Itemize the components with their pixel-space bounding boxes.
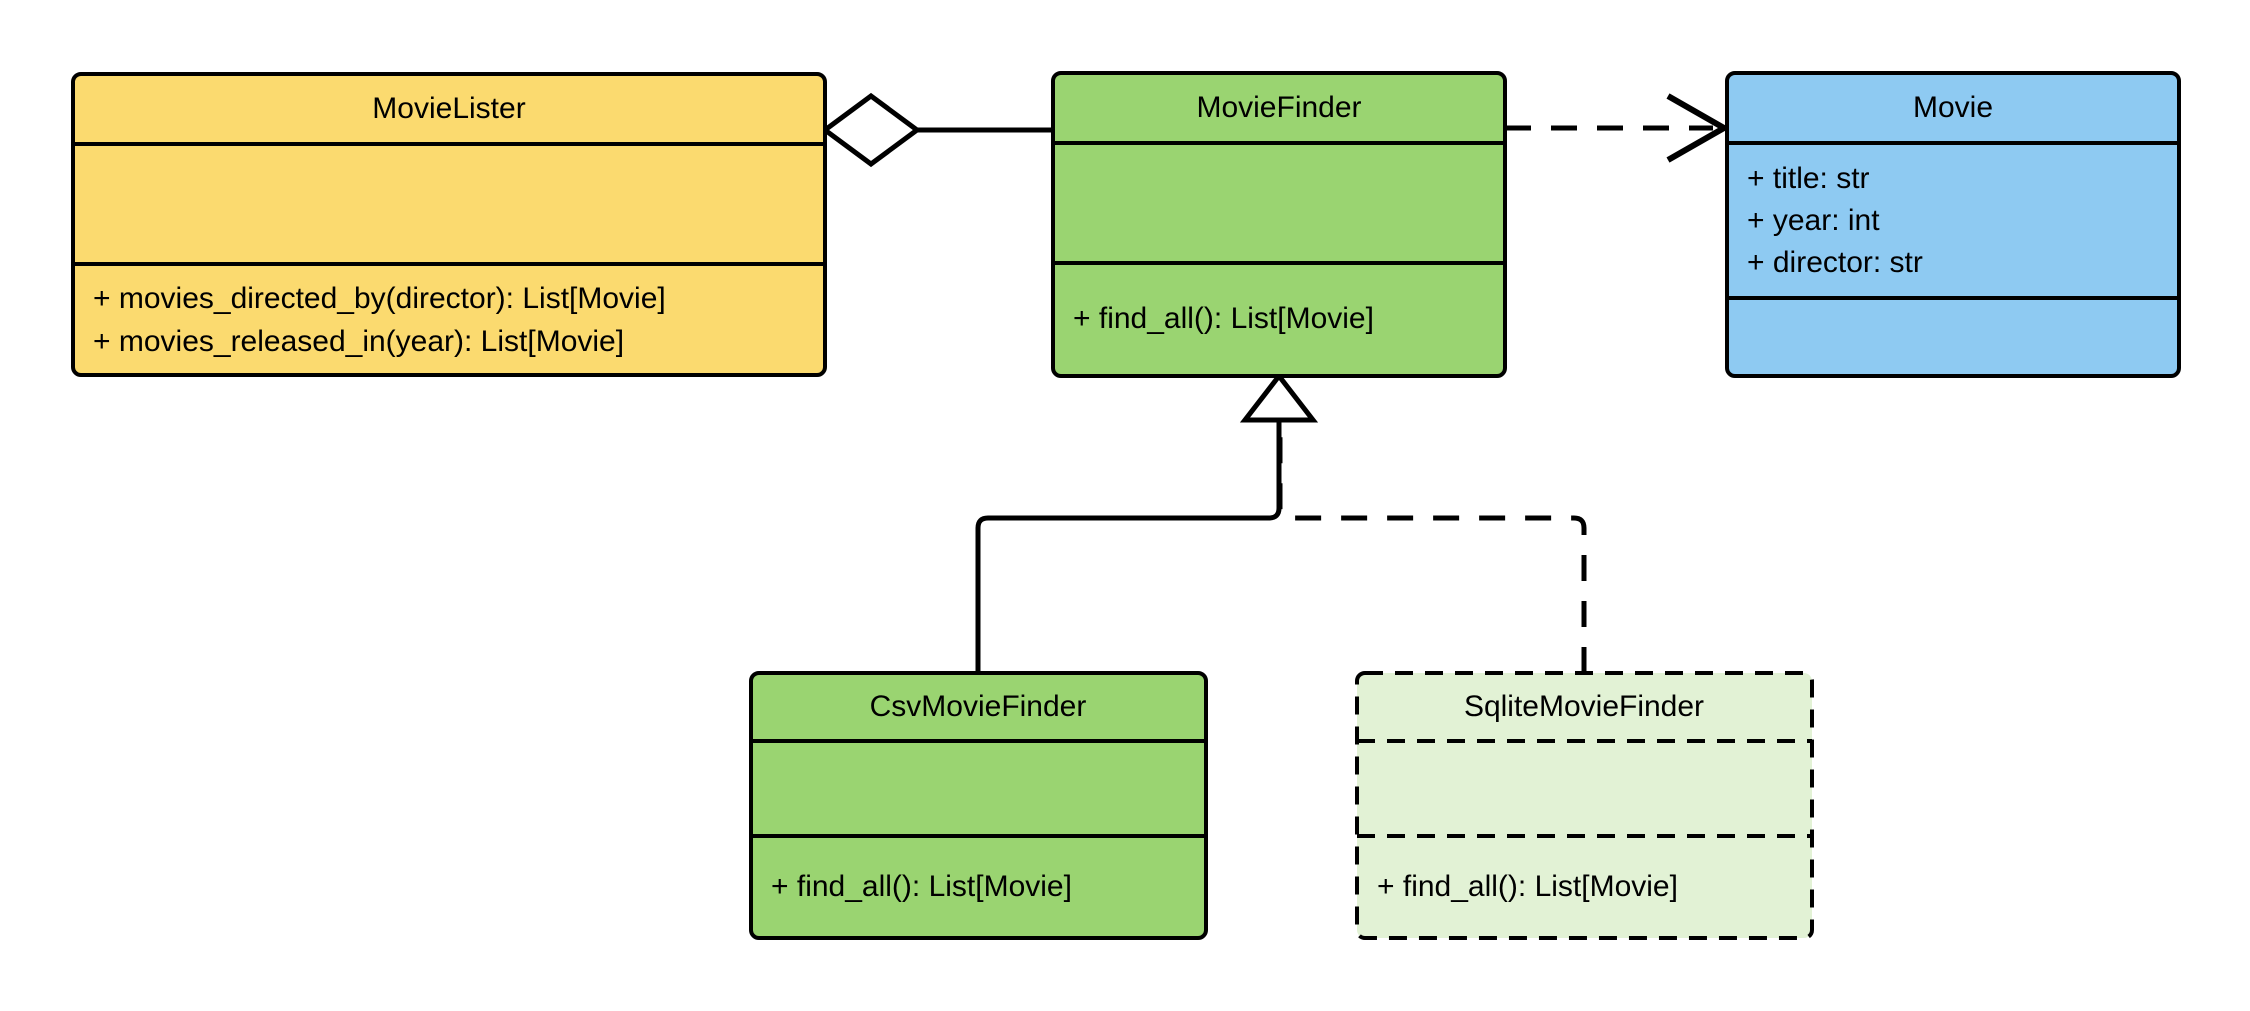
- movie-title: Movie: [1913, 91, 1993, 124]
- generalization-sqlite-line: [1277, 418, 1587, 673]
- class-box-movie[interactable]: Movie + title: str + year: int + directo…: [1725, 71, 2181, 378]
- movie-lister-method-0: + movies_directed_by(director): List[Mov…: [93, 282, 666, 315]
- generalization-csv-line: [975, 418, 1282, 673]
- movie-attribute-2: + director: str: [1747, 246, 1923, 279]
- movie-attribute-0: + title: str: [1747, 162, 1870, 195]
- csv-movie-finder-method-0: + find_all(): List[Movie]: [771, 870, 1072, 903]
- movie-lister-frame: [71, 72, 827, 377]
- hollow-triangle-icon: [1239, 371, 1319, 423]
- edge-dependency-finder-movie[interactable]: [1505, 93, 1731, 163]
- class-box-sqlite-movie-finder[interactable]: SqliteMovieFinder + find_all(): List[Mov…: [1355, 671, 1814, 940]
- csv-movie-finder-title: CsvMovieFinder: [870, 690, 1087, 723]
- movie-finder-frame: [1051, 71, 1507, 378]
- movie-frame: [1725, 71, 2181, 378]
- class-box-movie-finder[interactable]: MovieFinder + find_all(): List[Movie]: [1051, 71, 1507, 378]
- class-box-csv-movie-finder[interactable]: CsvMovieFinder + find_all(): List[Movie]: [749, 671, 1208, 940]
- sqlite-movie-finder-method-0: + find_all(): List[Movie]: [1377, 870, 1678, 903]
- movie-finder-title: MovieFinder: [1196, 91, 1361, 124]
- open-arrow-icon: [1666, 93, 1731, 163]
- class-box-movie-lister[interactable]: MovieLister + movies_directed_by(directo…: [71, 72, 827, 377]
- edge-generalization-csv-finder[interactable]: [975, 418, 1282, 673]
- edge-generalization-sqlite-finder[interactable]: [1277, 418, 1587, 673]
- movie-attribute-1: + year: int: [1747, 204, 1880, 237]
- sqlite-movie-finder-title: SqliteMovieFinder: [1464, 690, 1704, 723]
- edge-aggregation-lister-finder[interactable]: [820, 92, 1053, 168]
- movie-finder-method-0: + find_all(): List[Movie]: [1073, 302, 1374, 335]
- movie-lister-method-1: + movies_released_in(year): List[Movie]: [93, 325, 624, 358]
- movie-lister-title: MovieLister: [372, 92, 525, 125]
- hollow-diamond-icon: [820, 92, 922, 168]
